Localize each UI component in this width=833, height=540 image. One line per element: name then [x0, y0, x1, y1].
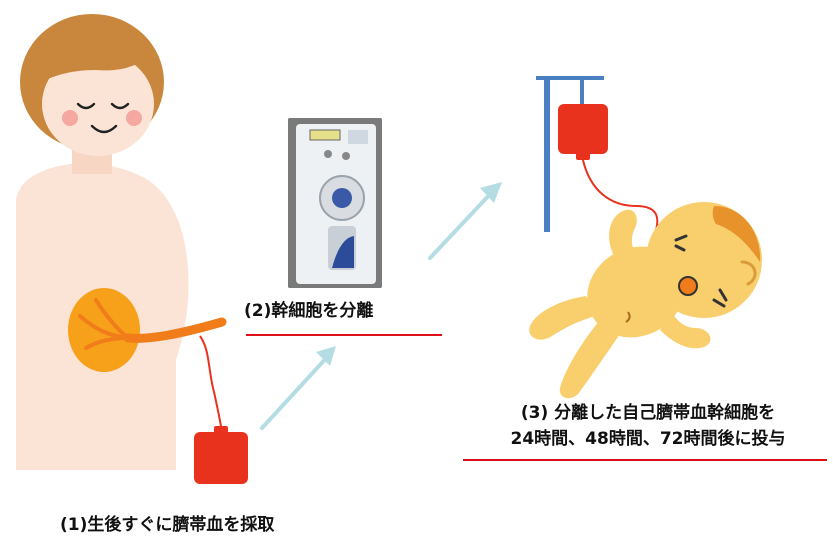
mother-mouth [90, 124, 118, 134]
step3-label: (3) 分離した自己臍帯血幹細胞を 24時間、48時間、72時間後に投与 [470, 400, 826, 452]
step1-label: (1)生後すぐに臍帯血を採取 [60, 515, 275, 535]
baby-leg-upper [529, 296, 596, 340]
cell-separator-machine-photo [288, 118, 382, 288]
baby-figure [529, 202, 762, 399]
mother-eye-left [76, 102, 96, 110]
baby-navel [625, 311, 631, 323]
baby-arm-right [660, 312, 711, 349]
iv-stand [536, 76, 604, 232]
infusion-tube [582, 159, 659, 237]
baby-ear [740, 260, 757, 286]
baby-eye-left [674, 234, 688, 252]
mother-face [42, 52, 154, 156]
blood-bag-infusion [558, 104, 608, 160]
machine-icon [288, 118, 382, 288]
collection-tube [199, 335, 223, 433]
mother-hair-fringe [30, 37, 150, 88]
baby-eye-right [712, 288, 728, 308]
baby-arm-left [609, 209, 638, 258]
mother-cheek-left [62, 110, 78, 126]
blood-bag-collection [194, 426, 248, 484]
mother-eye-right [110, 102, 130, 110]
step2-label: (2)幹細胞を分離 [244, 301, 374, 321]
step2-underline [246, 334, 442, 336]
baby-hair [712, 206, 761, 262]
step3-label-line2: 24時間、48時間、72時間後に投与 [510, 429, 786, 449]
step3-label-line1: (3) 分離した自己臍帯血幹細胞を [520, 403, 776, 423]
mother-figure [16, 14, 227, 470]
step3-underline [463, 459, 827, 461]
arrow-step1-to-step2 [260, 346, 336, 430]
umbilical-cord [123, 317, 227, 343]
arrow-step2-to-step3 [428, 182, 502, 260]
baby-leg-lower [559, 320, 620, 399]
mother-cheek-right [126, 110, 142, 126]
baby-mouth [678, 276, 698, 296]
